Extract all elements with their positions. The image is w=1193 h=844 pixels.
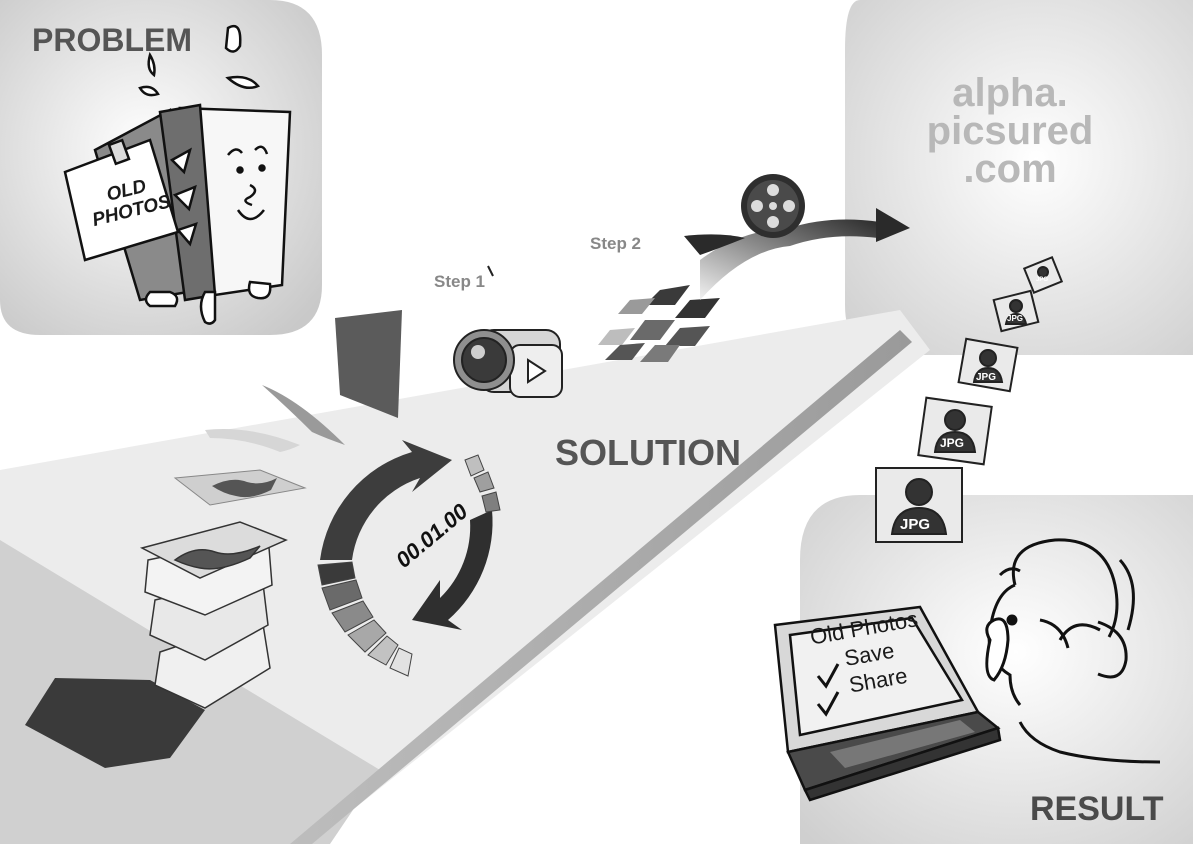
flying-photo — [205, 429, 300, 452]
film-ribbon — [700, 219, 880, 300]
step1-tick — [487, 265, 494, 277]
jpg-tag: JPG — [976, 372, 997, 383]
jpg-photos — [875, 256, 1064, 543]
flying-photo-shape — [212, 478, 277, 498]
brand-line-2: picsured — [926, 109, 1094, 153]
film-ribbon-tail — [684, 234, 745, 255]
jpg-tag: JPG — [900, 516, 931, 533]
jpg-photo-card — [875, 467, 963, 543]
brand-line-1: alpha. — [952, 71, 1068, 115]
flow-arrow-head — [876, 208, 910, 242]
flying-photo — [262, 385, 345, 445]
person-icon — [985, 538, 1161, 764]
result-title: RESULT — [1030, 790, 1164, 828]
photo-stack-icon — [139, 521, 288, 709]
step1-label: Step 1 — [434, 272, 486, 291]
problem-title: PROBLEM — [32, 22, 192, 58]
flying-photo — [335, 310, 402, 418]
film-reel-icon — [741, 174, 805, 238]
step2-label: Step 2 — [590, 234, 642, 253]
jpg-photo-card — [1022, 256, 1064, 294]
check-icon — [816, 663, 840, 689]
jpg-tag: JPG — [1007, 314, 1024, 323]
progress-circle-icon — [317, 440, 501, 677]
check-icon — [816, 691, 840, 717]
brand-url: alpha. picsured .com — [900, 71, 1120, 191]
solution-title: SOLUTION — [555, 432, 741, 473]
brand-panel — [845, 0, 1193, 355]
jpg-tag: JPG — [940, 436, 965, 450]
folder-character-icon — [63, 24, 292, 325]
jpg-tag: JPG — [1036, 277, 1049, 283]
jpg-photo-card — [957, 337, 1019, 393]
jpg-photo-card — [992, 289, 1040, 333]
brand-line-3: .com — [963, 147, 1057, 191]
jpg-photo-card — [917, 396, 993, 466]
stack-shadow — [25, 678, 205, 768]
road-edge — [290, 330, 912, 844]
pixel-mosaic — [598, 285, 720, 362]
camcorder-icon — [453, 329, 563, 398]
